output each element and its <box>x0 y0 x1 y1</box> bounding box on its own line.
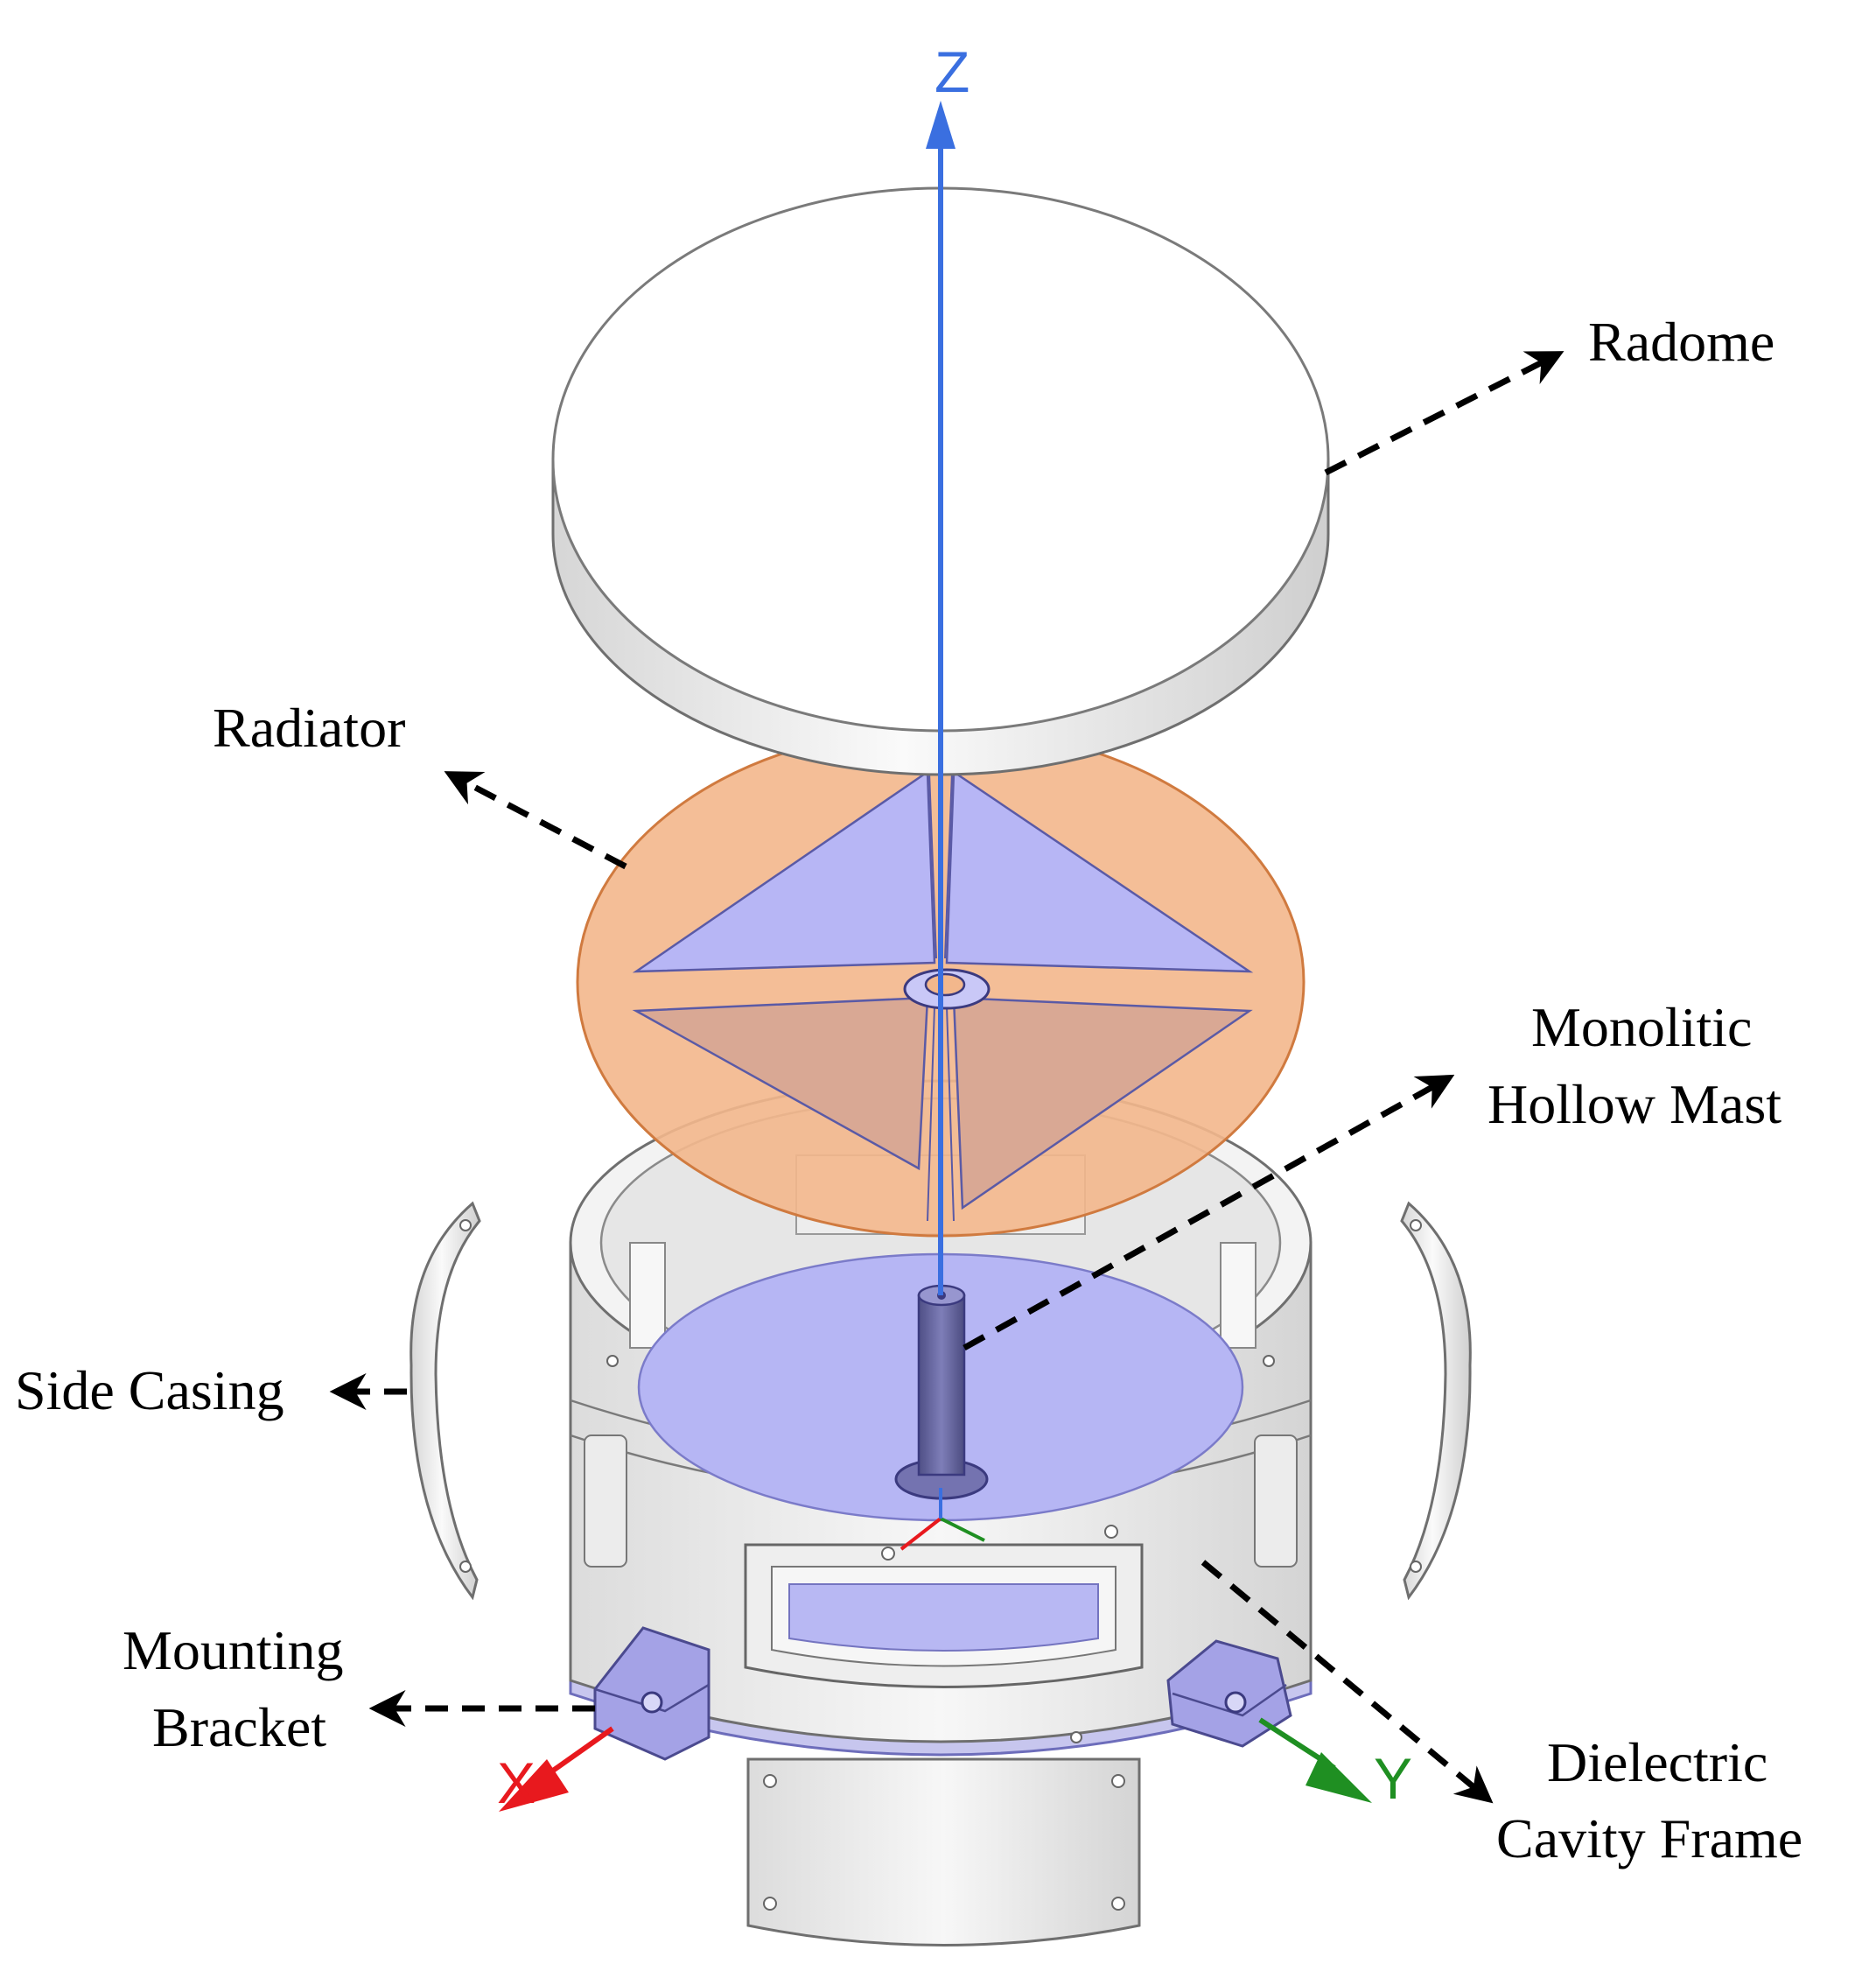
leader-mast <box>962 1074 1455 1351</box>
y-axis-label: Y <box>1374 1746 1412 1811</box>
mounting-bracket-left <box>593 1626 710 1761</box>
label-mast-line2: Hollow Mast <box>1488 1073 1782 1135</box>
side-casing-bottom <box>746 1757 1141 1946</box>
label-radome: Radome <box>1588 311 1774 373</box>
side-casing-left <box>410 1201 481 1601</box>
label-mast-line1: Monolitic <box>1531 996 1752 1058</box>
hollow-mast <box>894 1284 989 1500</box>
local-triad <box>900 1488 985 1551</box>
x-axis-arrow-icon <box>499 1759 569 1812</box>
label-bracket-line2: Bracket <box>152 1696 326 1758</box>
z-axis-arrow-icon <box>926 101 956 149</box>
x-axis: X <box>497 1726 614 1815</box>
label-frame-line1: Dielectric <box>1547 1731 1768 1793</box>
x-axis-label: X <box>497 1750 536 1815</box>
leader-radome <box>1324 351 1564 476</box>
label-frame-line2: Cavity Frame <box>1496 1807 1802 1869</box>
y-axis: Y <box>1258 1717 1412 1811</box>
side-casing-right <box>1400 1201 1472 1601</box>
label-bracket-line1: Mounting <box>122 1619 343 1681</box>
label-side-casing: Side Casing <box>15 1359 284 1421</box>
leader-radiator <box>444 771 627 870</box>
y-axis-arrow-icon <box>1306 1752 1372 1803</box>
z-axis-label: Z <box>934 39 970 104</box>
z-axis: Z <box>926 39 970 1295</box>
label-radiator: Radiator <box>213 697 405 759</box>
leader-frame <box>1200 1560 1494 1804</box>
